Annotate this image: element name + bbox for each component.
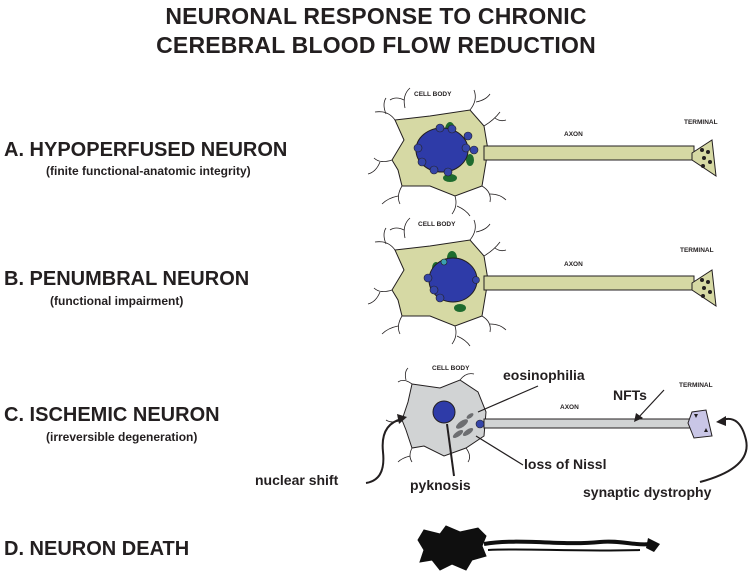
- row-c-label: C. ISCHEMIC NEURON: [4, 404, 220, 426]
- neuron-b-axon: [483, 275, 695, 291]
- row-a-label: A. HYPOPERFUSED NEURON: [4, 139, 288, 161]
- neuron-c-terminal-label: TERMINAL: [679, 382, 713, 389]
- neuron-d-axon: [483, 539, 651, 547]
- neuron-d-dead: [417, 525, 660, 571]
- neuron-b-nucleus: [428, 257, 478, 303]
- neuron-c-cell-body-label: CELL BODY: [432, 365, 470, 372]
- neuron-a: CELL BODY AXON TERMINAL: [367, 87, 718, 217]
- nuclear-shift-label: nuclear shift: [255, 472, 339, 488]
- neuron-b-cell-body-label: CELL BODY: [418, 221, 456, 228]
- eosinophilia-label: eosinophilia: [503, 367, 585, 383]
- row-d-label: D. NEURON DEATH: [4, 538, 190, 560]
- neuron-c: CELL BODY AXON TERMINAL eosinophilia NFT…: [255, 365, 748, 500]
- neuron-c-terminal: [687, 409, 713, 439]
- neuron-b-axon-label: AXON: [564, 261, 583, 268]
- title-line-2: CEREBRAL BLOOD FLOW REDUCTION: [156, 32, 596, 58]
- neuron-c-axon-label: AXON: [560, 404, 579, 411]
- synaptic-dystrophy-label: synaptic dystrophy: [583, 484, 712, 500]
- neuron-a-axon: [483, 145, 695, 161]
- row-b-sublabel: (functional impairment): [50, 294, 184, 308]
- row-c-sublabel: (irreversible degeneration): [46, 430, 198, 444]
- nfts-label: NFTs: [613, 387, 647, 403]
- neuron-a-terminal-label: TERMINAL: [684, 119, 718, 126]
- neuron-c-axon: [483, 418, 691, 429]
- neuron-a-axon-label: AXON: [564, 131, 583, 138]
- neuron-a-cell-body-label: CELL BODY: [414, 91, 452, 98]
- neuron-b: CELL BODY AXON TERMINAL: [367, 217, 717, 347]
- neuron-d-cell-body: [417, 525, 487, 571]
- diagram-title: NEURONAL RESPONSE TO CHRONIC CEREBRAL BL…: [0, 2, 752, 60]
- title-line-1: NEURONAL RESPONSE TO CHRONIC: [165, 3, 587, 29]
- pyknosis-label: pyknosis: [410, 477, 471, 493]
- row-a-sublabel: (finite functional-anatomic integrity): [46, 164, 251, 178]
- row-b-label: B. PENUMBRAL NEURON: [4, 268, 250, 290]
- neuron-c-pyknotic-nucleus: [432, 400, 456, 424]
- loss-of-nissl-label: loss of Nissl: [524, 456, 606, 472]
- neuron-b-terminal-label: TERMINAL: [680, 247, 714, 254]
